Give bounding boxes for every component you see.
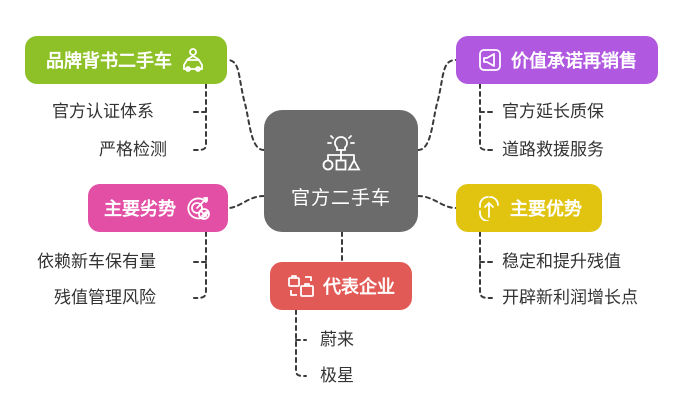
- leaf-strength-2: 开辟新利润增长点: [502, 288, 638, 308]
- branch-strength-title: 主要优势: [510, 199, 582, 220]
- connector-weakness: [227, 195, 265, 209]
- branch-certified[interactable]: 品牌背书二手车: [25, 36, 227, 84]
- center-title: 官方二手车: [290, 186, 391, 209]
- branch-value-title: 价值承诺再销售: [511, 51, 637, 72]
- leaf-connector-weakness: [193, 231, 207, 299]
- connector-strength: [417, 195, 457, 209]
- leaf-value-2: 道路救援服务: [502, 140, 604, 160]
- lightbulb-hierarchy-icon: [319, 133, 363, 177]
- car-person-icon: [180, 47, 206, 73]
- leaf-companies-2: 极星: [320, 366, 354, 386]
- branch-value[interactable]: 价值承诺再销售: [456, 36, 658, 84]
- branch-certified-title: 品牌背书二手车: [46, 51, 172, 72]
- connector-value: [417, 59, 457, 151]
- leaf-certified-1: 官方认证体系: [52, 102, 154, 122]
- leaf-value-1: 官方延长质保: [502, 102, 604, 122]
- branch-weakness[interactable]: 主要劣势: [88, 184, 228, 232]
- leaf-weakness-1: 依赖新车保有量: [37, 252, 156, 272]
- leaf-connector-certified: [193, 83, 207, 151]
- branch-companies-title: 代表企业: [323, 277, 395, 298]
- target-cross-icon: [184, 194, 212, 222]
- leaf-connector-value: [479, 83, 493, 151]
- leaf-connector-companies: [295, 309, 307, 377]
- leaf-strength-1: 稳定和提升残值: [502, 252, 621, 272]
- branch-weakness-title: 主要劣势: [104, 199, 176, 220]
- connector-certified: [226, 59, 265, 151]
- branch-companies[interactable]: 代表企业: [270, 262, 412, 310]
- briefcase-icon: [287, 273, 315, 299]
- branch-strength[interactable]: 主要优势: [456, 184, 602, 232]
- leaf-weakness-2: 残值管理风险: [54, 288, 156, 308]
- megaphone-icon: [477, 47, 503, 73]
- leaf-companies-1: 蔚来: [320, 330, 354, 350]
- leaf-connector-strength: [479, 231, 493, 299]
- center-node[interactable]: 官方二手车: [264, 110, 418, 232]
- arrow-up-person-icon: [476, 195, 502, 221]
- leaf-certified-2: 严格检测: [99, 140, 167, 160]
